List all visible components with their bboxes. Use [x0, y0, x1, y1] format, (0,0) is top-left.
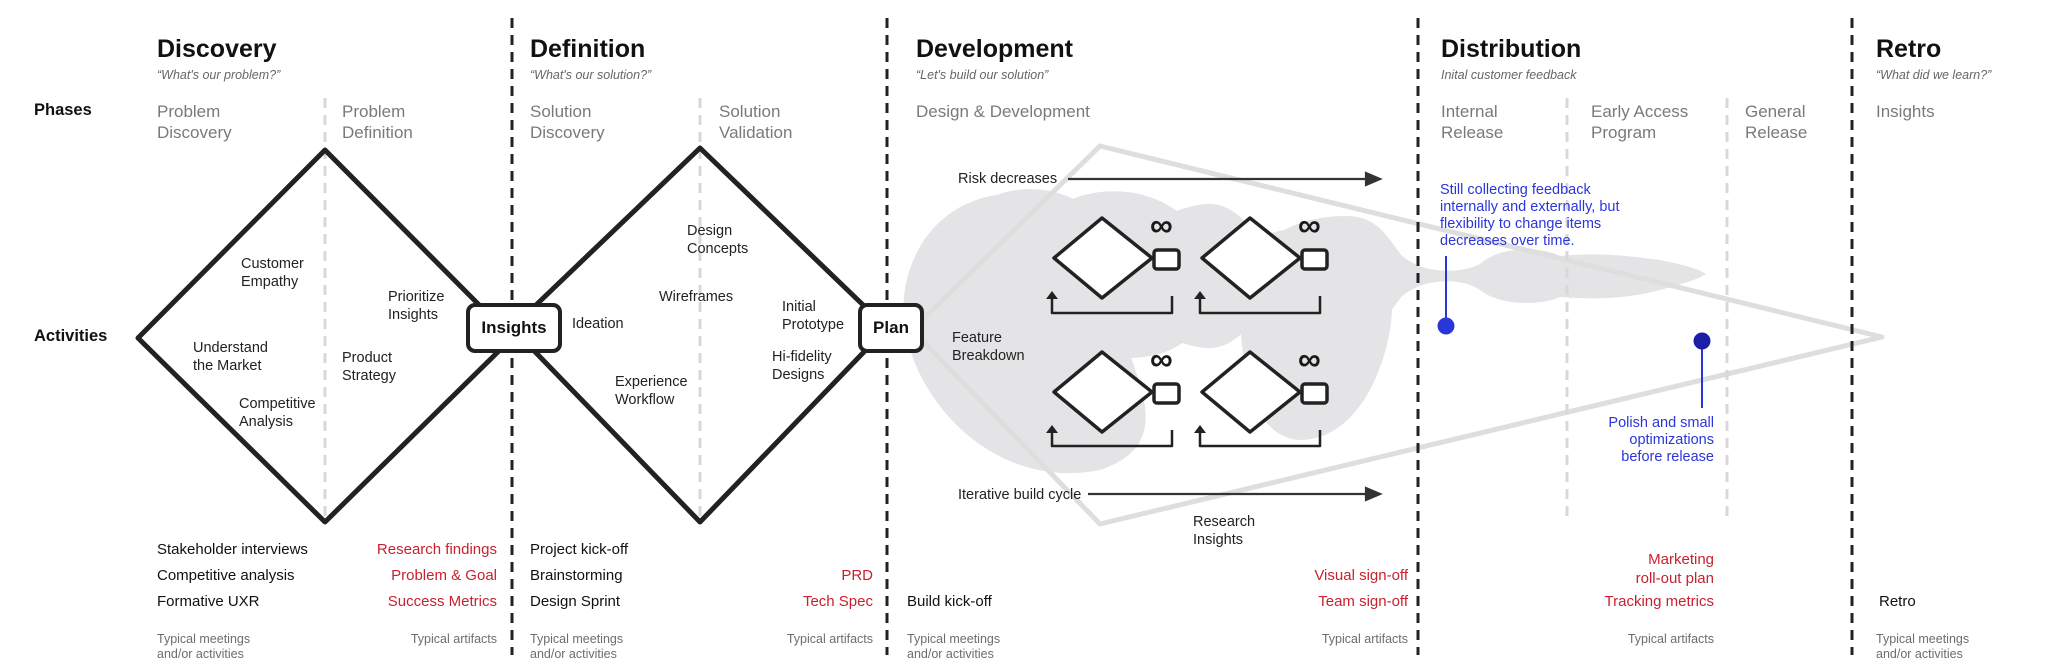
risk-decreases-label: Risk decreases	[958, 171, 1058, 187]
phase-insights: Insights	[1876, 102, 1935, 121]
build-cycle-icon-1	[1050, 216, 1181, 315]
insights-node: Insights	[466, 303, 562, 353]
stage-subtitle-definition: “What's our solution?”	[530, 68, 652, 82]
artifact-team-signoff: Team sign-off	[1318, 593, 1408, 610]
build-cycle-icon-4	[1198, 350, 1329, 448]
meeting-build-kickoff: Build kick-off	[907, 593, 992, 610]
caption-artifacts-definition: Typical artifacts	[786, 632, 873, 646]
artifact-tech-spec: Tech Spec	[802, 593, 873, 610]
artifact-problem-goal: Problem & Goal	[391, 567, 497, 584]
polish-pin	[1693, 332, 1711, 408]
dev-arrows	[1068, 171, 1383, 502]
build-cycle-arrow-3	[1046, 425, 1058, 433]
stage-title-development: Development	[916, 35, 1073, 63]
polish-note: Polish and small optimizations before re…	[1608, 415, 1714, 465]
risk-arrow-head	[1364, 171, 1383, 187]
stage-subtitle-development: “Let's build our solution”	[916, 68, 1049, 82]
build-cycle-arrow-2	[1194, 291, 1206, 299]
feedback-note: Still collecting feedback internally and…	[1440, 182, 1620, 249]
artifact-tracking-metrics: Tracking metrics	[1604, 593, 1714, 610]
infinity-icon: ∞	[1150, 207, 1173, 243]
stage-subtitle-discovery: “What's our problem?”	[157, 68, 281, 82]
build-cycle-icon-3	[1050, 350, 1181, 448]
artifact-research-findings: Research findings	[376, 541, 497, 558]
iterative-build-label: Iterative build cycle	[958, 487, 1082, 503]
infinity-icon: ∞	[1298, 207, 1321, 243]
caption-artifacts-development: Typical artifacts	[1321, 632, 1408, 646]
caption-artifacts-distribution: Typical artifacts	[1627, 632, 1714, 646]
build-cycle-icon-2	[1198, 216, 1329, 315]
meeting-formative-uxr: Formative UXR	[157, 593, 260, 610]
artifact-success-metrics: Success Metrics	[387, 593, 497, 610]
feedback-pin	[1437, 256, 1455, 335]
row-label-phases: Phases	[34, 101, 92, 119]
stage-title-definition: Definition	[530, 35, 646, 63]
plan-node: Plan	[858, 303, 924, 353]
meeting-competitive-analysis: Competitive analysis	[157, 567, 295, 584]
meeting-retro: Retro	[1879, 593, 1916, 610]
row-label-activities: Activities	[34, 327, 108, 345]
artifact-prd: PRD	[841, 567, 873, 584]
build-cycle-arrow-4	[1194, 425, 1206, 433]
build-cycle-arrow-1	[1046, 291, 1058, 299]
iterative-arrow-head	[1364, 486, 1383, 502]
meeting-stakeholder-interviews: Stakeholder interviews	[157, 541, 308, 558]
infinity-icon: ∞	[1150, 341, 1173, 377]
phase-dividers	[323, 98, 1729, 520]
stage-dividers	[510, 18, 1854, 655]
activity-ideation: Ideation	[572, 316, 624, 332]
meeting-design-sprint: Design Sprint	[530, 593, 621, 610]
stage-subtitle-retro: “What did we learn?”	[1876, 68, 1992, 82]
phase-design-development: Design & Development	[916, 102, 1090, 121]
stage-title-discovery: Discovery	[157, 35, 277, 63]
activity-wireframes: Wireframes	[659, 289, 734, 305]
meeting-brainstorming: Brainstorming	[530, 567, 623, 584]
stage-title-distribution: Distribution	[1441, 35, 1582, 63]
meeting-project-kickoff: Project kick-off	[530, 541, 629, 558]
stage-title-retro: Retro	[1876, 35, 1942, 63]
caption-artifacts-discovery: Typical artifacts	[410, 632, 497, 646]
funnel-outline	[909, 143, 1885, 527]
stage-subtitle-distribution: Inital customer feedback	[1441, 68, 1577, 82]
infinity-icon: ∞	[1298, 341, 1321, 377]
artifact-visual-signoff: Visual sign-off	[1314, 567, 1408, 584]
